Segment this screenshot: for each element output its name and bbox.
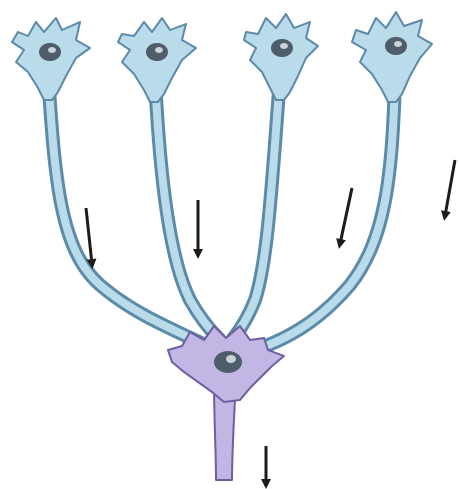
lower-neuron-nucleus-highlight (226, 355, 236, 363)
upper-neuron-1-nucleus-highlight (48, 47, 56, 53)
signal-arrow-4 (445, 160, 455, 216)
upper-neuron-4-body (352, 12, 432, 102)
upper-neuron-1 (12, 18, 90, 100)
upper-neuron-4-nucleus-highlight (394, 41, 402, 47)
signal-arrow-3 (340, 188, 352, 244)
axon-1-fill (48, 75, 205, 345)
upper-neuron-2 (118, 18, 196, 102)
upper-neuron-3-body (244, 14, 318, 100)
axons (48, 75, 395, 350)
upper-neuron-3 (244, 14, 318, 100)
upper-neuron-2-nucleus-highlight (155, 47, 163, 53)
upper-neuron-3-nucleus-highlight (280, 43, 288, 49)
axon-2-fill (155, 78, 220, 340)
signal-arrow-1 (86, 208, 92, 264)
upper-neuron-4 (352, 12, 432, 102)
